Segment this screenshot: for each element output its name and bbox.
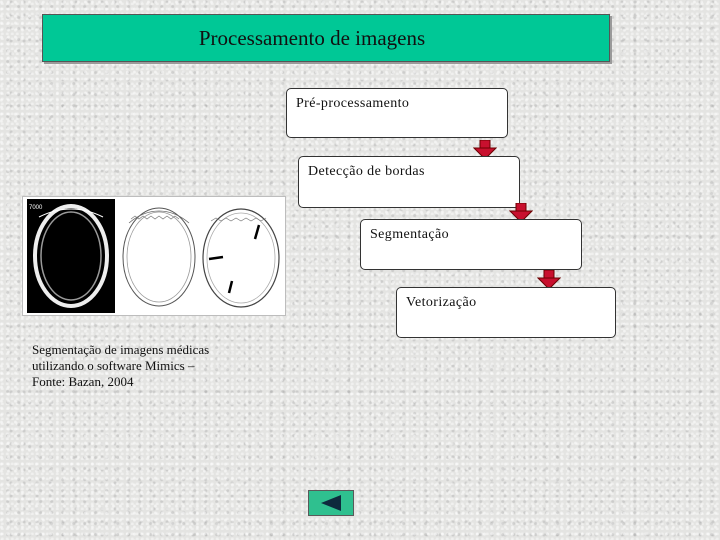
flow-step-label: Vetorização: [406, 295, 476, 310]
page-title: Processamento de imagens: [199, 26, 425, 51]
flow-step-vectorization: Vetorização: [396, 287, 616, 338]
flow-step-pre-processing: Pré-processamento: [286, 88, 508, 138]
figure-caption: Segmentação de imagens médicas utilizand…: [32, 342, 242, 390]
back-button[interactable]: [308, 490, 354, 516]
flow-step-label: Segmentação: [370, 227, 449, 242]
skull-segmentation-image: 7000: [22, 196, 286, 316]
title-banner: Processamento de imagens: [42, 14, 610, 62]
caption-line: utilizando o software Mimics –: [32, 358, 242, 374]
flow-step-edge-detection: Detecção de bordas: [298, 156, 520, 208]
flow-step-segmentation: Segmentação: [360, 219, 582, 270]
triangle-left-icon: [318, 494, 344, 512]
caption-line: Fonte: Bazan, 2004: [32, 374, 242, 390]
flow-step-label: Detecção de bordas: [308, 164, 425, 179]
caption-line: Segmentação de imagens médicas: [32, 342, 242, 358]
flow-step-label: Pré-processamento: [296, 96, 409, 111]
figure-corner-label: 7000: [29, 205, 43, 211]
